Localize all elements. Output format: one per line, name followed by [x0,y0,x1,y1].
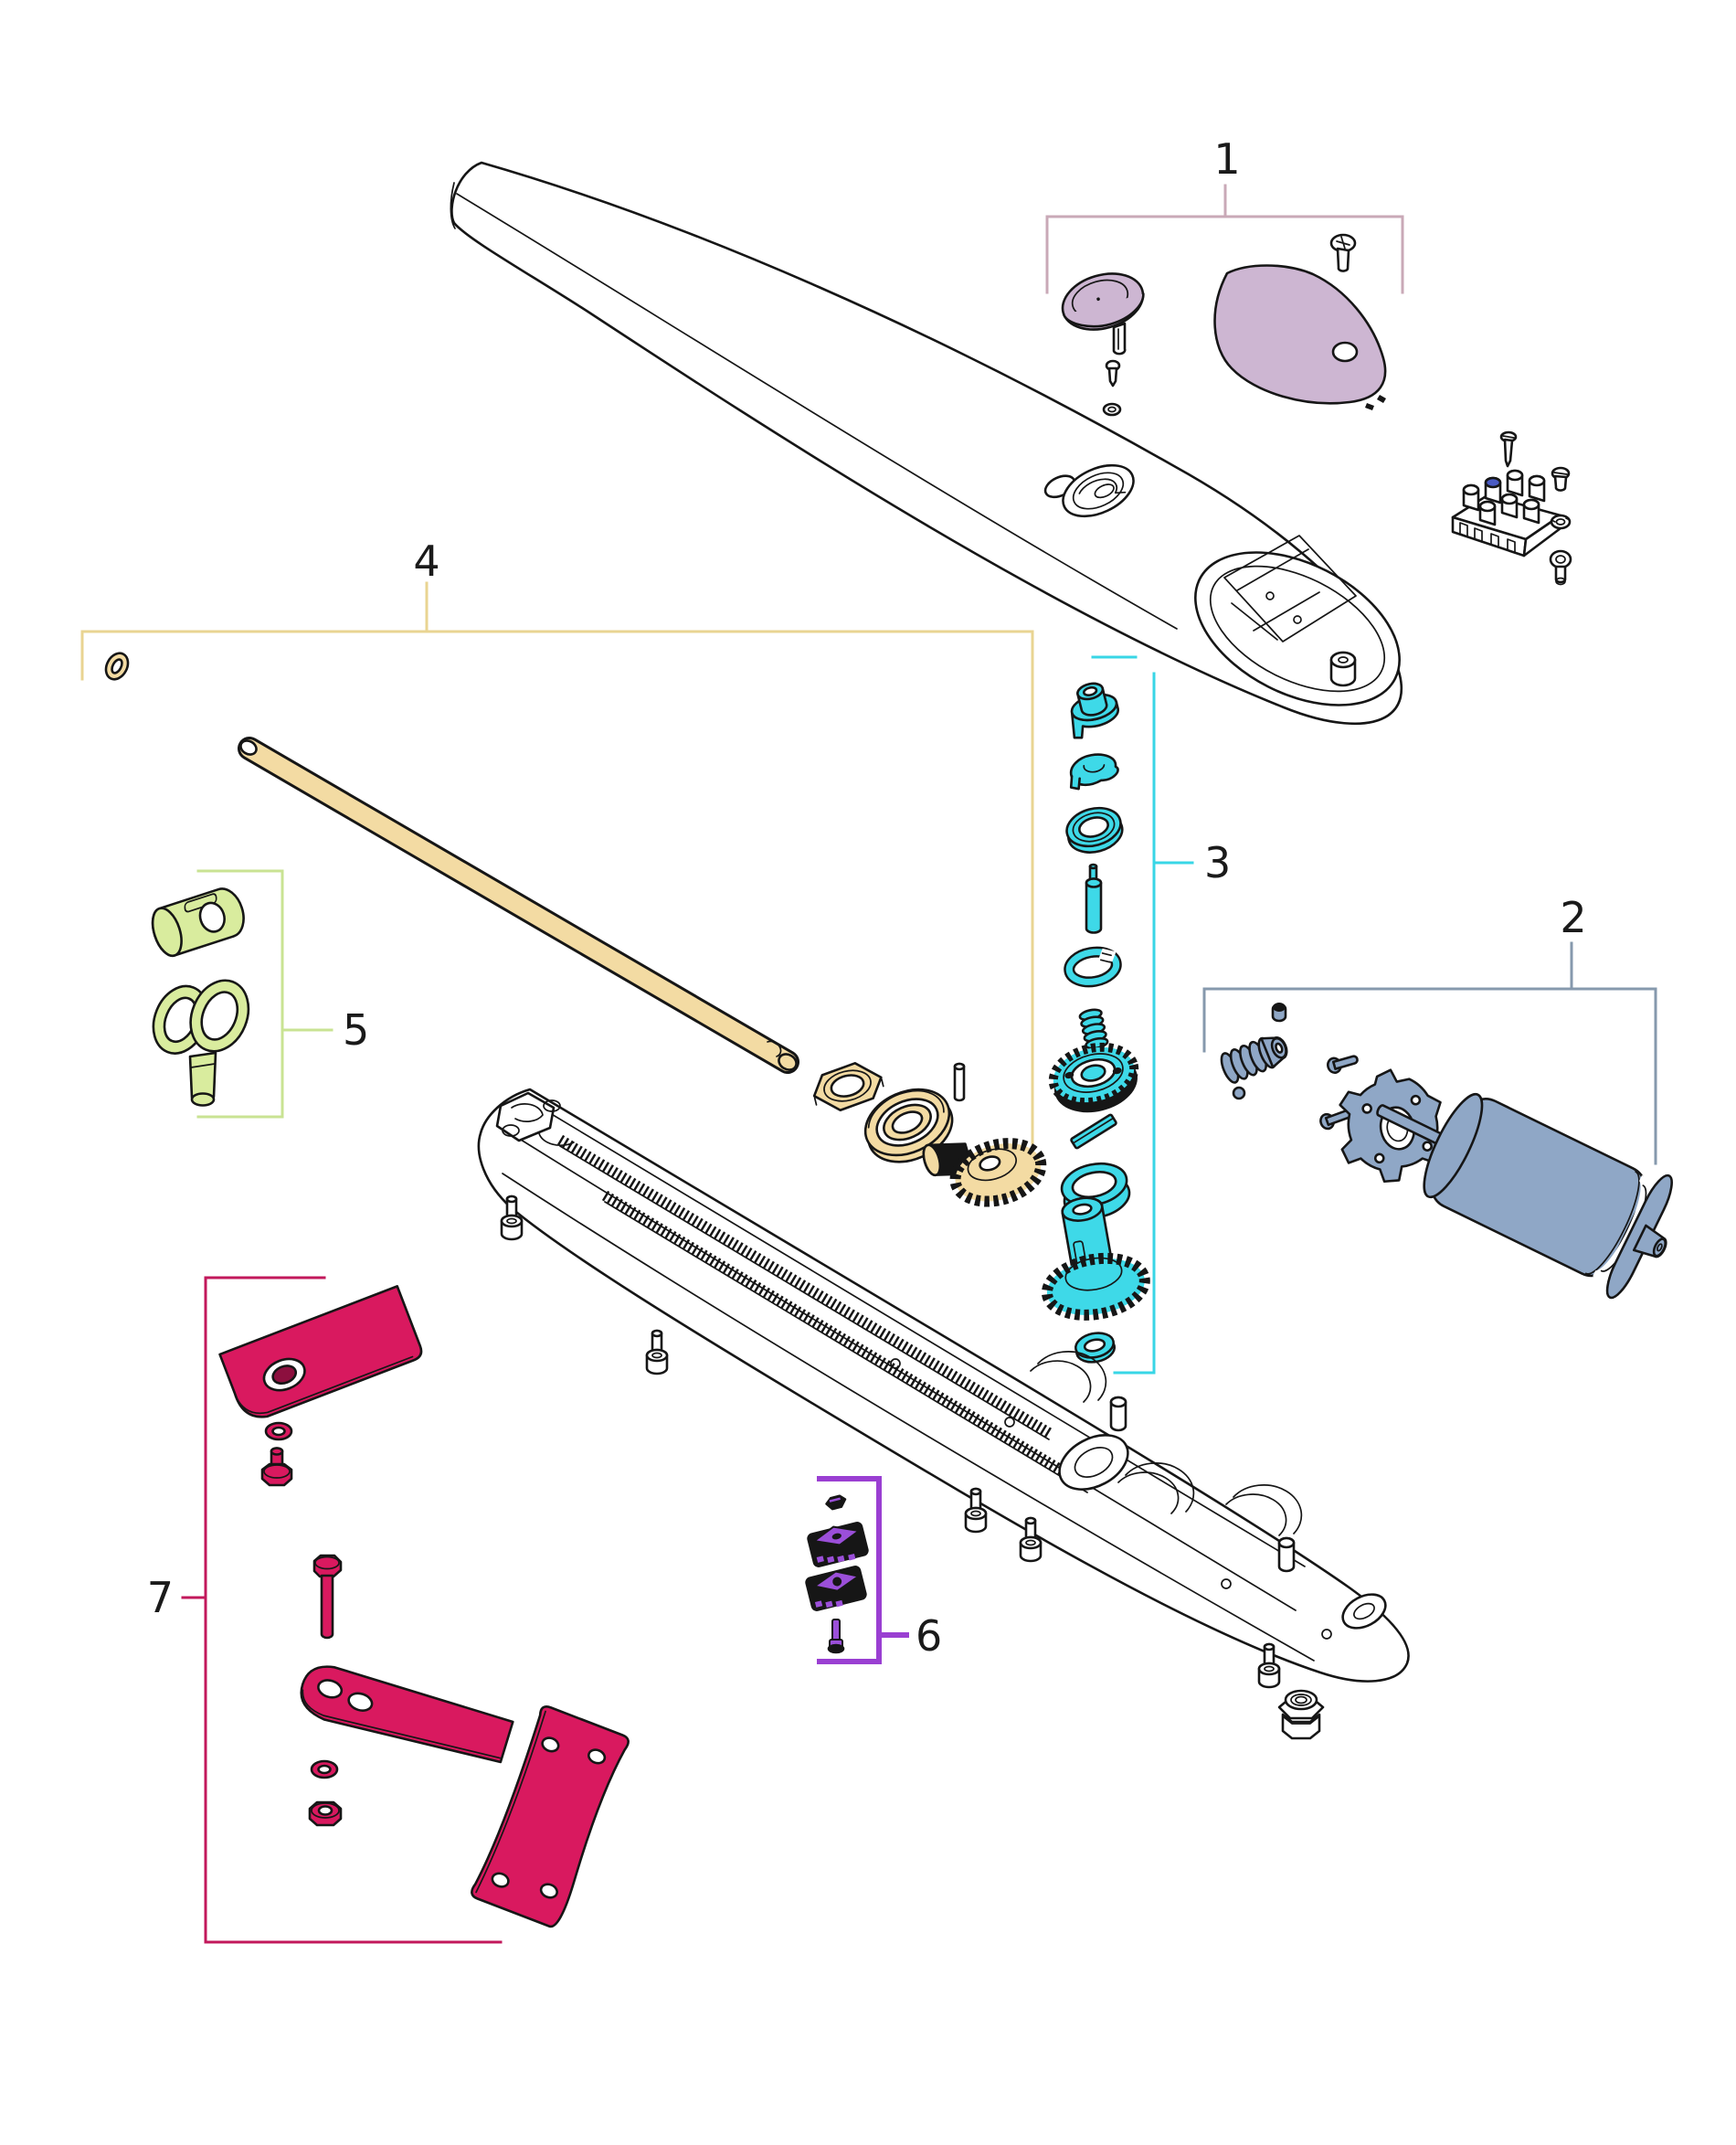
worm-gear [1220,1035,1288,1084]
group-7-bracket [181,1276,503,1944]
lock-washer [1550,514,1572,530]
group-1-bracket [1045,184,1404,294]
group-4: 4 [80,536,1047,1207]
group-2: 2 [1202,893,1673,1300]
cover-screw [1329,233,1357,272]
cap-grommet [1102,402,1122,417]
bushing [1070,682,1120,739]
group-5-label: 5 [343,1005,369,1055]
saddle-cradle [1030,1351,1107,1403]
shaft-key [1070,1113,1117,1150]
front-plate [218,1285,423,1418]
bevel-pinion [922,1138,1047,1207]
switch-screw [827,1619,845,1654]
output-hub-detail [1043,463,1135,518]
group-5: 5 [151,869,369,1119]
front-arm [300,1665,514,1764]
group-3-bracket [1091,655,1194,1375]
terminal-block [1451,469,1562,557]
limit-switch-block-a [807,1522,869,1567]
hex-nut [812,1062,884,1112]
shaft-pin [1085,863,1103,934]
release-barrel [151,887,245,958]
group-7-label: 7 [147,1573,174,1622]
group-2-label: 2 [1560,893,1586,942]
hex-nut [308,1800,343,1827]
cam [1069,753,1119,791]
washer-a [264,1421,293,1441]
switch-nut [825,1494,847,1511]
saddle-cradle [1225,1484,1303,1536]
long-hex-bolt [312,1554,343,1640]
snap-ring [1064,946,1122,988]
group-4-bracket [80,581,1034,1178]
group-6: 6 [805,1476,942,1664]
group-3: 3 [1041,655,1231,1375]
group-5-bracket [196,869,333,1119]
base-post [1109,1396,1127,1432]
rack-strip-a [556,1134,1053,1439]
group-3-label: 3 [1204,838,1231,887]
bevel-gear [1041,1196,1150,1321]
flange-screw-a [1327,1055,1359,1074]
upper-bearing [1065,806,1124,854]
group-2-bracket [1202,941,1657,1165]
rack-strip-b [601,1190,1091,1492]
group-6-bracket [817,1476,909,1664]
spur-gear [1048,1042,1139,1113]
tail-hole [1341,1593,1387,1630]
washer-b [310,1759,339,1779]
end-cover [1213,264,1387,410]
limit-switch-block-b [805,1566,867,1611]
terminal-hardware-cluster [1451,430,1572,586]
base-post [1277,1536,1296,1573]
drive-rod [238,737,799,1074]
group-1-label: 1 [1213,134,1240,184]
terminal-pins [1462,469,1546,526]
group-1: 1 [1045,134,1404,417]
electric-motor [1376,1092,1673,1300]
rear-plate [471,1705,630,1928]
interior-post [1329,651,1357,687]
small-screw [1551,466,1571,492]
group-7: 7 [147,1276,630,1944]
base-housing [477,1088,1410,1683]
gear-seat-boss [1058,1434,1129,1491]
cap-clip-pin [1112,322,1127,356]
group-4-label: 4 [413,536,439,586]
socket-screw [645,1329,669,1375]
pin [953,1062,966,1102]
tail-interior-frame [1223,535,1357,687]
release-key [152,979,250,1107]
steel-ball [1232,1086,1246,1100]
eyelet-screw [1549,549,1572,586]
base-head-detail [495,1091,575,1147]
o-ring [104,652,130,681]
release-cap [1061,272,1145,331]
group-6-label: 6 [916,1611,942,1661]
hex-bolt [260,1447,293,1487]
upper-housing [450,161,1403,726]
set-screw [1271,1003,1287,1023]
cable-gland [1277,1689,1325,1740]
terminal-screw [1499,430,1518,468]
saddle-cradle [1117,1462,1195,1514]
cap-screw [1105,359,1121,388]
spacer-cup [1060,1162,1131,1219]
